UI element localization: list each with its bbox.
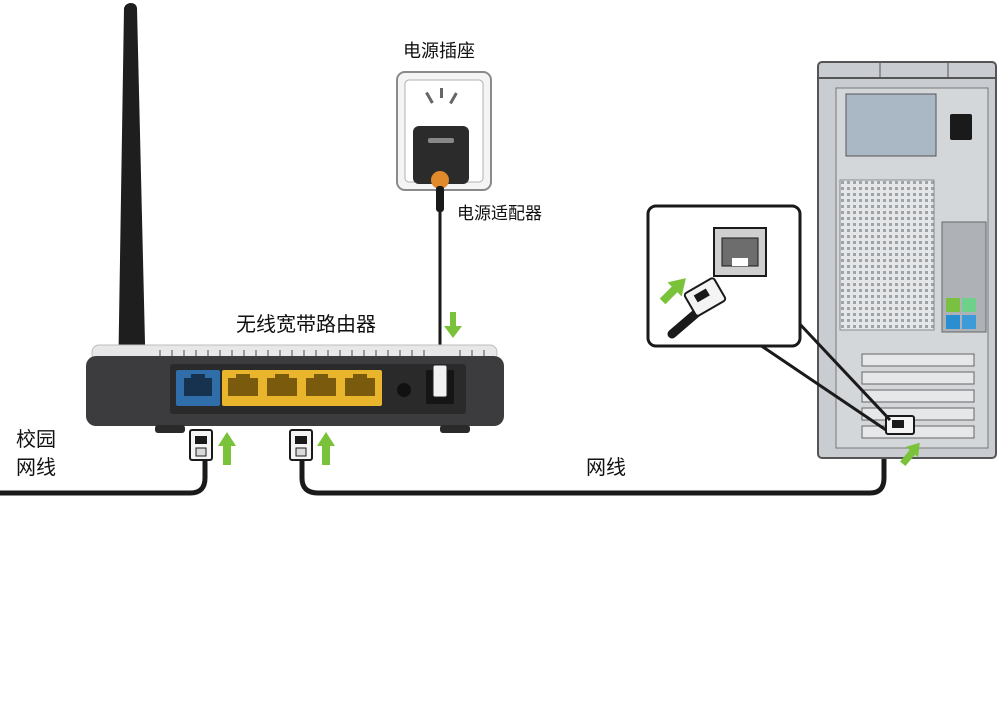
arrow-down-icon (444, 312, 462, 338)
rj45-plug-icon (189, 429, 213, 461)
vent-grille (839, 179, 935, 331)
power-adapter-icon (413, 126, 469, 212)
campus-cable (0, 457, 208, 496)
arrow-up-icon (218, 432, 236, 465)
label-router: 无线宽带路由器 (236, 312, 376, 336)
arrow-up-icon (900, 442, 920, 467)
label-power-socket: 电源插座 (403, 41, 475, 62)
label-lan-cable: 网线 (586, 455, 626, 479)
callout-box (646, 204, 892, 432)
reset-button (397, 383, 411, 397)
power-switch (950, 114, 972, 140)
callout-rj45-plug-icon (667, 277, 727, 339)
wan-port (176, 370, 220, 406)
rj45-plug-icon (289, 429, 313, 461)
arrow-up-icon (659, 278, 686, 305)
lan-cable (299, 437, 887, 496)
label-campus-line1: 校园 (16, 427, 56, 451)
power-jack (426, 364, 454, 404)
pc-tower (817, 61, 997, 467)
network-port-icon (713, 227, 767, 277)
antenna-icon (118, 3, 146, 385)
label-power-adapter: 电源适配器 (457, 204, 542, 224)
pc-rj45-plug-icon (885, 415, 915, 435)
arrow-up-icon (317, 432, 335, 465)
psu-panel (845, 93, 937, 157)
router (86, 344, 504, 433)
io-panel (941, 221, 987, 333)
lan-ports (222, 370, 382, 406)
label-campus-line2: 网线 (16, 455, 56, 479)
router-vent (159, 350, 485, 356)
